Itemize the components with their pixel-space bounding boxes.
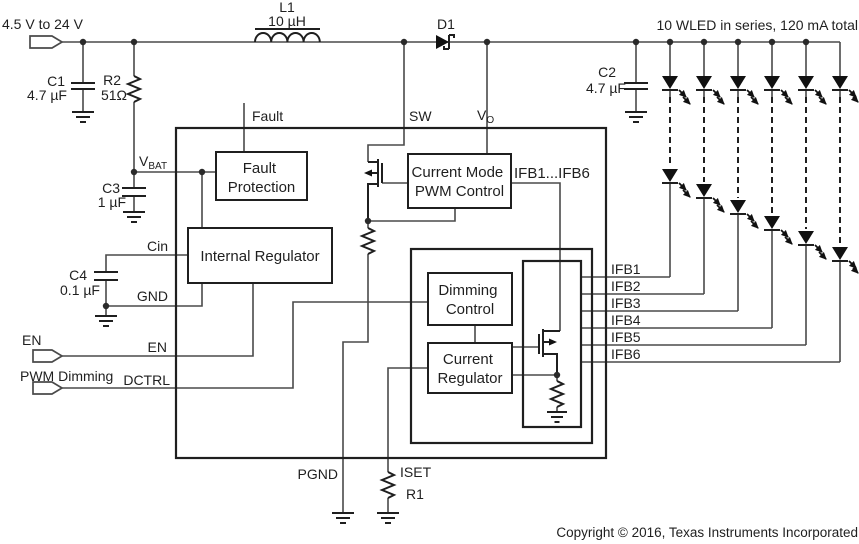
pin-dctrl: DCTRL bbox=[123, 372, 170, 388]
c1-ref: C1 bbox=[47, 73, 65, 89]
pin-vbat: VBAT bbox=[139, 153, 167, 172]
wled-string bbox=[798, 42, 827, 345]
wled-string bbox=[764, 42, 793, 328]
en-connector bbox=[32, 349, 64, 363]
capacitor-c2 bbox=[624, 42, 648, 123]
c3-value: 1 µF bbox=[98, 194, 126, 210]
pin-sw: SW bbox=[409, 108, 432, 124]
block-current-regulator: Current Regulator bbox=[427, 342, 513, 394]
diode-d1 bbox=[436, 34, 455, 50]
pin-en: EN bbox=[148, 339, 167, 355]
capacitor-c3 bbox=[122, 187, 146, 223]
dimming-control-label: Dimming Control bbox=[438, 282, 501, 318]
wled-note: 10 WLED in series, 120 mA total bbox=[656, 17, 858, 33]
pwm-dimming-connector bbox=[32, 381, 64, 395]
block-internal-regulator: Internal Regulator bbox=[187, 227, 333, 284]
sink-mosfet bbox=[538, 329, 560, 375]
r2-value: 51Ω bbox=[101, 87, 127, 103]
internal-regulator-label: Internal Regulator bbox=[200, 248, 319, 265]
junction-dots bbox=[79, 38, 810, 379]
ground-pgnd bbox=[332, 512, 354, 524]
c1-value: 4.7 µF bbox=[27, 87, 67, 103]
wled-string bbox=[662, 42, 691, 277]
pin-vo: VO bbox=[477, 107, 494, 126]
pin-fault: Fault bbox=[252, 108, 283, 124]
pin-gnd: GND bbox=[137, 288, 168, 304]
resistor-sense bbox=[359, 227, 377, 255]
pin-cin: Cin bbox=[147, 238, 168, 254]
capacitor-c4 bbox=[94, 271, 118, 327]
fault-protection-box bbox=[215, 151, 308, 201]
c4-value: 0.1 µF bbox=[60, 282, 100, 298]
dimming-control-box bbox=[427, 272, 513, 326]
pin-ifb1: IFB1 bbox=[611, 261, 641, 277]
block-pwm-control: Current Mode PWM Control bbox=[407, 153, 512, 209]
resistor-r2 bbox=[125, 75, 143, 103]
r1-ref: R1 bbox=[406, 486, 424, 502]
pwm-control-box bbox=[407, 153, 512, 209]
pwm-dimming-input-label: PWM Dimming bbox=[20, 368, 113, 384]
l1-ref: L1 bbox=[279, 0, 295, 15]
capacitor-c1 bbox=[71, 82, 95, 123]
main-switch-mosfet bbox=[364, 159, 383, 221]
ifb-range-label: IFB1...IFB6 bbox=[514, 165, 590, 182]
wled-strings bbox=[662, 42, 859, 362]
current-sink-boundary bbox=[409, 247, 594, 445]
wled-string bbox=[696, 42, 725, 294]
fault-protection-label: Fault Protection bbox=[228, 160, 296, 196]
current-regulator-box bbox=[427, 342, 513, 394]
pin-ifb3: IFB3 bbox=[611, 295, 641, 311]
inductor-l1 bbox=[254, 28, 321, 43]
wires bbox=[62, 41, 841, 513]
current-regulator-label: Current Regulator bbox=[437, 351, 502, 387]
wled-string bbox=[832, 75, 859, 362]
ic-boundary bbox=[174, 126, 608, 460]
r2-ref: R2 bbox=[103, 72, 121, 88]
block-dimming-control: Dimming Control bbox=[427, 272, 513, 326]
pin-iset: ISET bbox=[400, 464, 432, 480]
en-input-label: EN bbox=[22, 332, 41, 348]
c2-ref: C2 bbox=[598, 64, 616, 80]
internal-regulator-box bbox=[187, 227, 333, 284]
resistor-sink bbox=[547, 380, 567, 423]
sink-channel-boundary bbox=[521, 259, 583, 429]
vin-connector bbox=[29, 35, 64, 49]
c3-ref: C3 bbox=[102, 180, 120, 196]
wled-string bbox=[730, 42, 759, 311]
c2-value: 4.7 µF bbox=[586, 80, 626, 96]
pin-ifb5: IFB5 bbox=[611, 329, 641, 345]
d1-ref: D1 bbox=[437, 16, 455, 32]
resistor-r1 bbox=[377, 471, 399, 524]
pin-ifb4: IFB4 bbox=[611, 312, 641, 328]
l1-value: 10 µH bbox=[268, 13, 306, 29]
copyright-note: Copyright © 2016, Texas Instruments Inco… bbox=[556, 525, 858, 540]
input-voltage-label: 4.5 V to 24 V bbox=[2, 16, 84, 32]
pin-ifb2: IFB2 bbox=[611, 278, 641, 294]
pwm-control-label: Current Mode PWM Control bbox=[412, 164, 508, 200]
pin-ifb6: IFB6 bbox=[611, 346, 641, 362]
pin-pgnd: PGND bbox=[298, 466, 338, 482]
block-fault-protection: Fault Protection bbox=[215, 151, 308, 201]
c4-ref: C4 bbox=[69, 267, 87, 283]
